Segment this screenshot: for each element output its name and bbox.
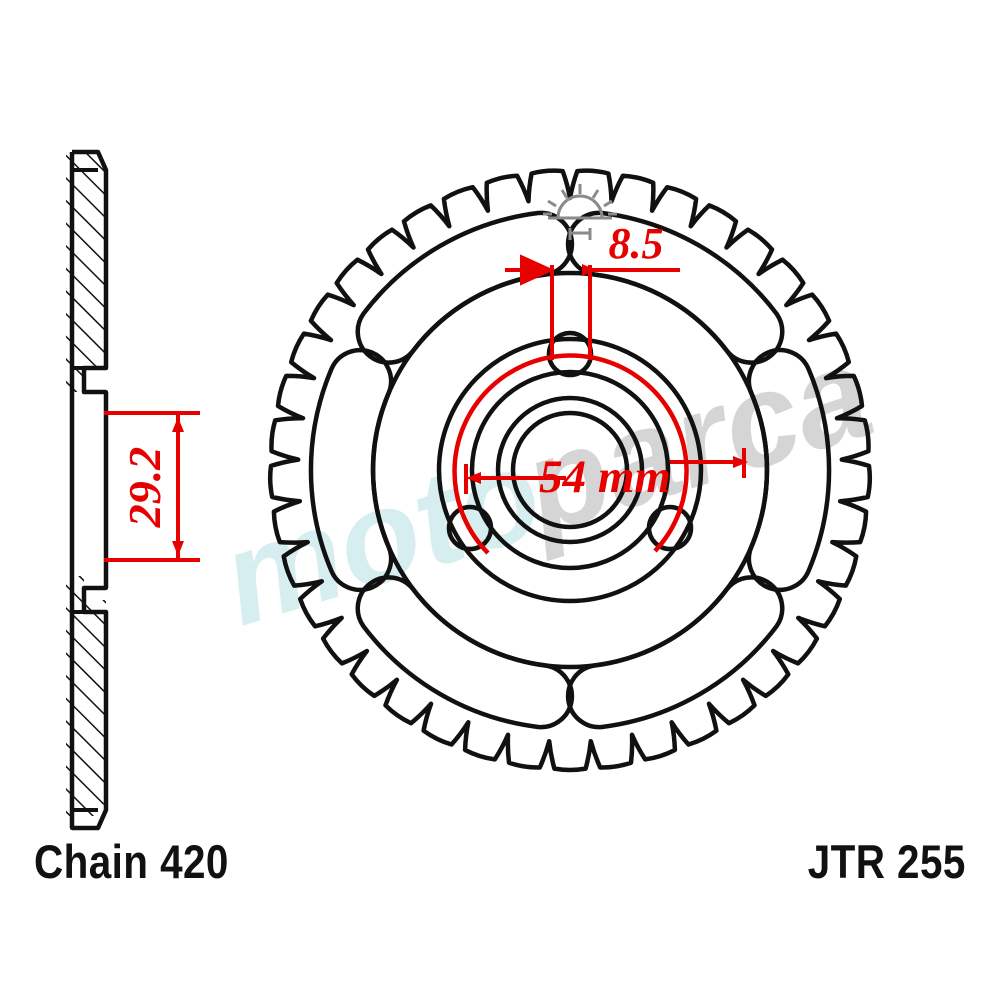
- sunrise-icon-ray-2: [547, 199, 557, 208]
- lightening-slot: [746, 347, 832, 593]
- dimension-54mm-arrow-right: [733, 456, 748, 468]
- dimension-29-2-value: 29.2: [119, 447, 170, 529]
- side-view-top-profile: [72, 149, 109, 395]
- bottom-label-row: Chain 420 JTR 255: [0, 826, 1000, 896]
- sunrise-icon-ray-4: [603, 199, 613, 208]
- sunrise-icon: [543, 184, 617, 240]
- dimension-29-2-arrow-bottom: [172, 541, 184, 556]
- bolt-hole-left: [446, 504, 494, 552]
- lightening-slot: [308, 347, 394, 593]
- dimension-29-2-arrow-top: [172, 417, 184, 432]
- lightening-slot: [565, 210, 785, 365]
- dimension-29-2: 29.2: [104, 411, 200, 562]
- sunrise-icon-ray-3: [591, 189, 600, 199]
- sunrise-icon-ray-1: [560, 189, 569, 199]
- sunrise-icon-base: [568, 228, 592, 240]
- hub-circle-inner: [495, 395, 645, 545]
- lightening-slot: [355, 575, 575, 730]
- part-number-label: JTR 255: [807, 834, 966, 888]
- sprocket-teeth-outline: [268, 168, 872, 773]
- dimension-54mm-arrow-left: [466, 472, 481, 484]
- dimension-8-5: 8.5: [505, 219, 680, 360]
- chain-label: Chain 420: [34, 834, 229, 888]
- dimension-54mm: 54 mm: [452, 353, 748, 555]
- watermark-text-left: moto: [206, 418, 557, 653]
- side-section-view: [66, 149, 109, 831]
- dimension-8-5-arrowhead-right: [582, 264, 596, 276]
- dimension-8-5-value: 8.5: [609, 219, 664, 268]
- front-view-sprocket: [268, 168, 872, 773]
- bolt-hole-right: [646, 504, 694, 552]
- hub-bore: [510, 410, 630, 530]
- hub-circle-middle: [469, 369, 671, 571]
- sunrise-icon-dome: [556, 194, 604, 219]
- hub-circle-outer: [436, 336, 704, 604]
- bolt-circle-arc: [452, 353, 689, 555]
- lightening-slot: [355, 210, 575, 365]
- side-view-bottom-profile: [72, 585, 109, 831]
- lightening-slots: [308, 210, 832, 730]
- dimension-54mm-value: 54 mm: [539, 451, 671, 503]
- lightening-slot: [565, 575, 785, 730]
